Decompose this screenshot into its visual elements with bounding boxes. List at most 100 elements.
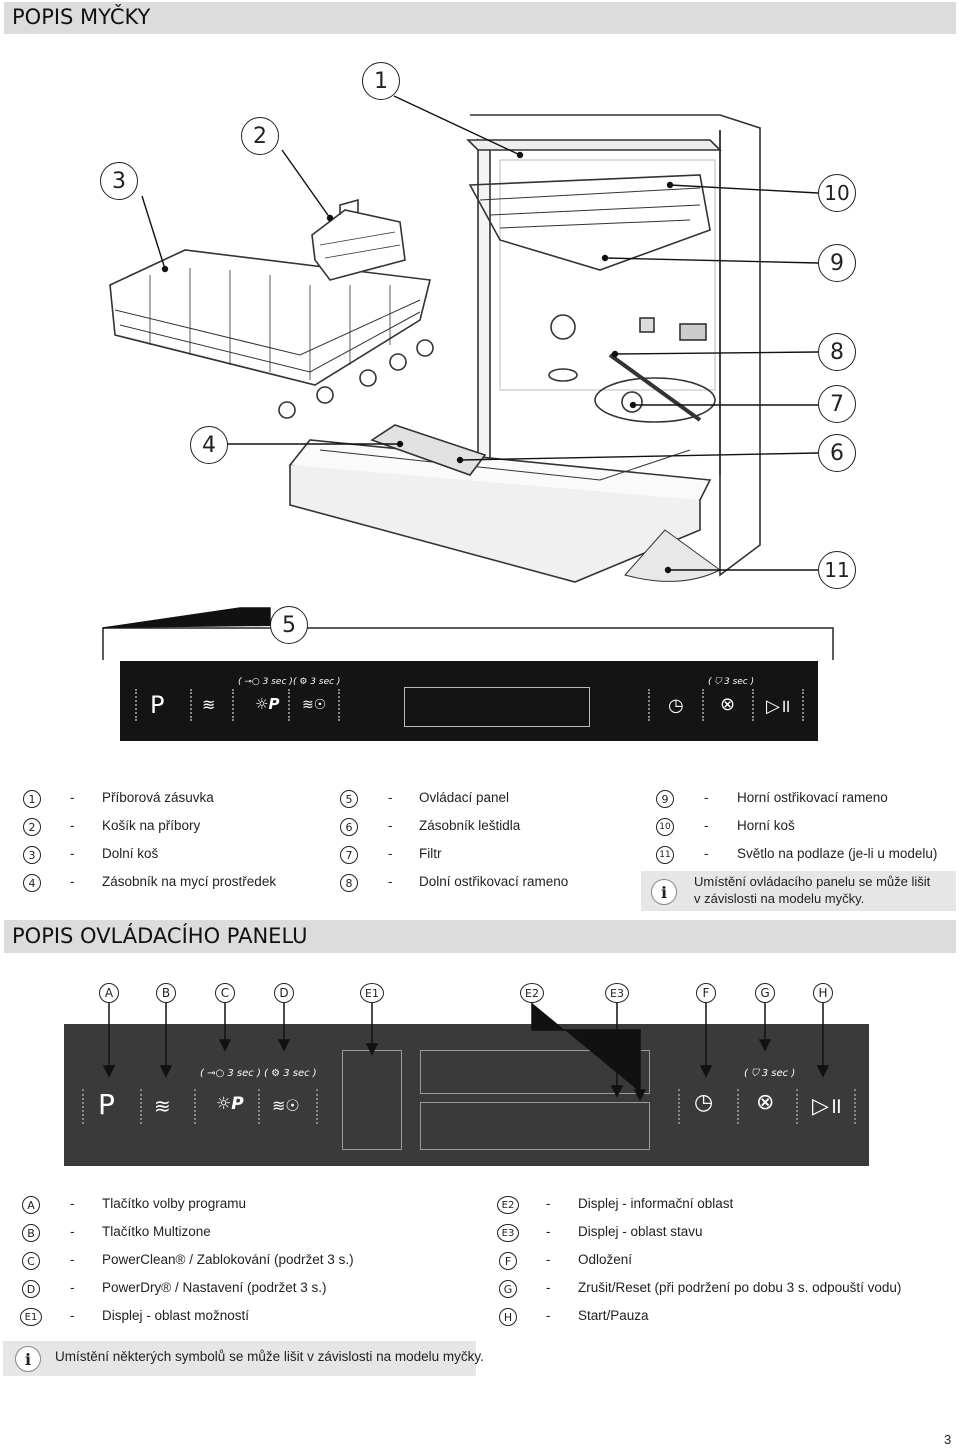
lock-hint: ( ⊸○ 3 sec ) (238, 677, 293, 687)
cancel-hint: ( ⛉ 3 sec ) (708, 677, 755, 687)
callout-1: 1 (362, 62, 400, 100)
filter (594, 377, 716, 423)
legend-dash: - (70, 1308, 75, 1323)
multizone-icon[interactable]: ≋ (202, 695, 216, 714)
callout-11: 11 (818, 551, 856, 589)
legend-key: E2 (497, 1196, 519, 1214)
legend-item: Košík na příbory (102, 818, 201, 833)
info-note-symbols: i Umístění některých symbolů se může liš… (3, 1341, 484, 1376)
legend-dash: - (70, 846, 75, 861)
info-line-2: v závislosti na modelu myčky. (694, 891, 865, 906)
section-header-control-panel: POPIS OVLÁDACÍHO PANELU (4, 920, 956, 953)
callout-4: 4 (190, 426, 228, 464)
upper-basket (468, 174, 711, 271)
cancel-reset-button[interactable]: ⊗ (756, 1090, 775, 1115)
marker-e2: E2 (520, 983, 544, 1003)
info-icon: i (15, 1346, 41, 1372)
legend-num: 1 (23, 790, 41, 808)
marker-h: H (813, 983, 833, 1003)
lock-hint: ( ⊸○ 3 sec ) (200, 1068, 261, 1079)
legend-item: Tlačítko Multizone (102, 1224, 211, 1239)
section-header-dishwasher: POPIS MYČKY (4, 2, 956, 34)
legend-item: PowerClean® / Zablokování (podržet 3 s.) (102, 1252, 354, 1267)
start-pause-button[interactable]: ▷॥ (812, 1094, 843, 1119)
cancel-hint: ( ⛉ 3 sec ) (744, 1068, 796, 1079)
legend-item: Displej - oblast možností (102, 1308, 250, 1323)
marker-e3: E3 (605, 983, 629, 1003)
section-title: POPIS OVLÁDACÍHO PANELU (12, 924, 308, 948)
legend-item: Displej - oblast stavu (578, 1224, 703, 1239)
legend-item: Dolní ostřikovací rameno (419, 874, 569, 889)
legend-item: Dolní koš (102, 846, 159, 861)
leader-1 (393, 95, 521, 156)
leader-10 (669, 184, 819, 194)
legend-key: D (22, 1280, 40, 1298)
legend-item: Světlo na podlaze (je-li u modelu) (737, 846, 938, 861)
legend-dash: - (70, 818, 75, 833)
display-info-area (420, 1050, 650, 1094)
legend-dash: - (70, 1280, 75, 1295)
leader-3 (141, 195, 166, 270)
marker-f: F (696, 983, 716, 1003)
leader-5 (102, 607, 271, 629)
legend-item: Displej - informační oblast (578, 1196, 734, 1211)
info-text: Umístění některých symbolů se může lišit… (55, 1349, 484, 1364)
legend-key: F (499, 1252, 517, 1270)
inner-wall (499, 159, 716, 391)
program-button[interactable]: P (150, 691, 165, 719)
cancel-icon[interactable]: ⊗ (720, 694, 736, 715)
powerclean-icon[interactable]: ☼P (255, 695, 280, 713)
legend-num: 5 (340, 790, 358, 808)
legend-item: Zásobník na mycí prostředek (102, 874, 277, 889)
callout-8: 8 (818, 333, 856, 371)
legend-dash: - (70, 1196, 75, 1211)
leader-9 (604, 257, 819, 264)
legend-num: 7 (340, 846, 358, 864)
dishwasher-cabinet (470, 114, 761, 577)
callout-2: 2 (241, 117, 279, 155)
marker-a: A (99, 983, 119, 1003)
lower-spray-arm (608, 353, 702, 422)
legend-key: E1 (20, 1308, 42, 1326)
callout-3: 3 (100, 162, 138, 200)
detergent-dispenser (370, 424, 487, 476)
legend-dash: - (546, 1308, 551, 1323)
powerclean-button[interactable]: ☼P (216, 1094, 244, 1114)
legend-dash: - (388, 874, 393, 889)
control-panel-small: P ≋ ( ⊸○ 3 sec ) ( ⚙ 3 sec ) ☼P ≋☉ ( ⛉ 3… (120, 661, 818, 741)
display (404, 687, 590, 727)
legend-item: Ovládací panel (419, 790, 510, 805)
callout-10: 10 (818, 174, 856, 212)
marker-arrows (102, 1003, 830, 1102)
legend-key: H (499, 1308, 517, 1326)
legend-key: A (22, 1196, 40, 1214)
legend-num: 10 (656, 818, 674, 836)
dishwasher-illustration (102, 95, 834, 660)
legend-num: 2 (23, 818, 41, 836)
legend-key: C (22, 1252, 40, 1270)
legend-num: 6 (340, 818, 358, 836)
delay-icon[interactable]: ◷ (668, 695, 684, 716)
legend-dash: - (388, 790, 393, 805)
powerdry-icon[interactable]: ≋☉ (302, 697, 327, 713)
multizone-button[interactable]: ≋ (154, 1094, 171, 1118)
program-button[interactable]: P (98, 1088, 115, 1121)
info-icon: i (651, 879, 677, 905)
page-number: 3 (944, 1432, 952, 1447)
legend-dash: - (546, 1252, 551, 1267)
delay-button[interactable]: ◷ (694, 1090, 714, 1115)
section-title: POPIS MYČKY (12, 5, 151, 29)
legend-dash: - (704, 818, 709, 833)
start-pause-icon[interactable]: ▷॥ (766, 696, 791, 717)
legend-num: 11 (656, 846, 674, 864)
control-panel-large: P ≋ ( ⊸○ 3 sec ) ( ⚙ 3 sec ) ☼P ≋☉ ( ⛉ 3… (64, 1024, 869, 1166)
marker-g: G (755, 983, 775, 1003)
legend-item: Horní koš (737, 818, 795, 833)
cabinet-side (477, 138, 491, 482)
callout-5: 5 (270, 606, 308, 644)
dry-hint: ( ⚙ 3 sec ) (293, 677, 341, 687)
cutlery-drawer (466, 139, 722, 151)
powerdry-button[interactable]: ≋☉ (272, 1096, 300, 1115)
legend-dash: - (70, 1224, 75, 1239)
legend-dash: - (546, 1224, 551, 1239)
